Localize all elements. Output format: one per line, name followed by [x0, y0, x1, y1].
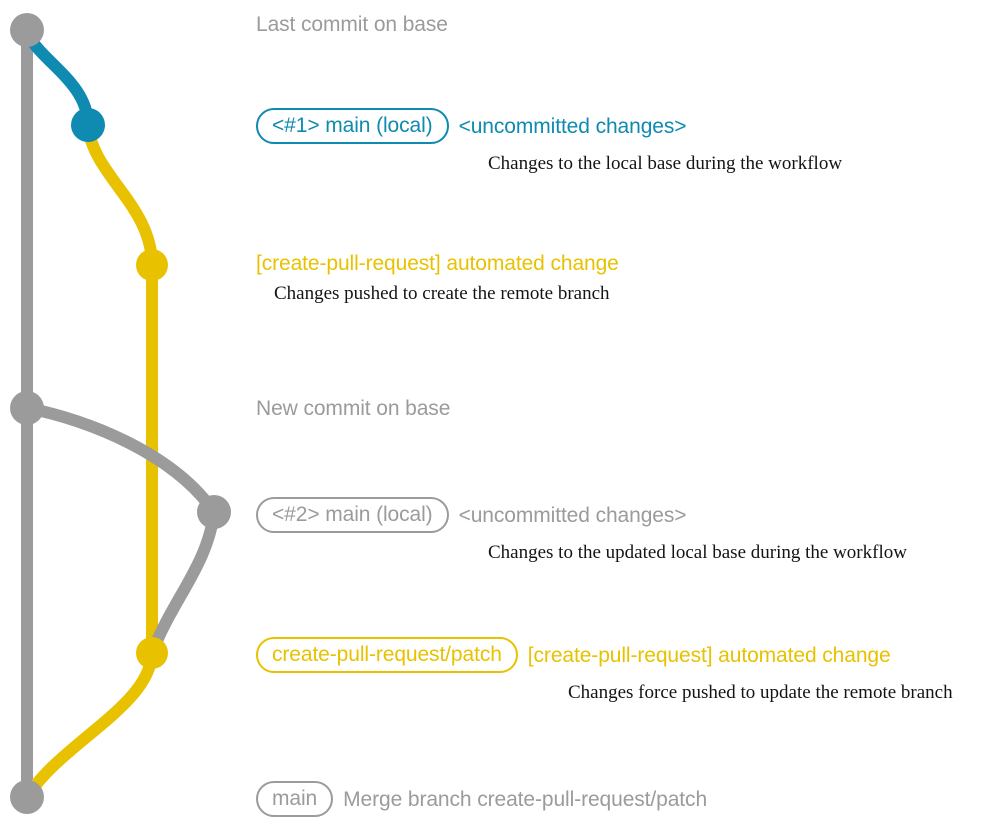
commit-row-automated-2: create-pull-request/patch [create-pull-r…: [256, 637, 981, 704]
commit-row-local-2: <#2> main (local) <uncommitted changes> …: [256, 497, 981, 564]
branch-badge-local-1[interactable]: <#1> main (local): [256, 108, 449, 144]
commit-node-local-1[interactable]: [71, 108, 105, 142]
commit-header: [create-pull-request] automated change: [256, 253, 981, 274]
commit-header: create-pull-request/patch [create-pull-r…: [256, 637, 981, 673]
commit-node-automated-1[interactable]: [136, 249, 168, 281]
commit-node-new-base[interactable]: [10, 391, 44, 425]
local-branch-gray-rejoin-line: [146, 506, 220, 659]
commit-subject: [create-pull-request] automated change: [256, 252, 619, 275]
branch-badge-local-2[interactable]: <#2> main (local): [256, 497, 449, 533]
commit-row-last-base: Last commit on base: [256, 14, 981, 35]
commit-subject: [create-pull-request] automated change: [527, 643, 891, 667]
commit-node-last-base[interactable]: [10, 13, 44, 47]
commit-description: Changes to the local base during the wor…: [488, 153, 843, 174]
commit-row-local-1: <#1> main (local) <uncommitted changes> …: [256, 108, 981, 175]
commit-subject: Last commit on base: [256, 13, 448, 36]
commit-subject: Merge branch create-pull-request/patch: [343, 787, 708, 811]
commit-description: Changes pushed to create the remote bran…: [274, 283, 610, 304]
branch-badge-main[interactable]: main: [256, 781, 334, 817]
commit-subject: New commit on base: [256, 397, 451, 420]
commit-subject: <uncommitted changes>: [458, 503, 687, 527]
commit-row-new-base: New commit on base: [256, 398, 981, 419]
commit-subject: <uncommitted changes>: [458, 114, 687, 138]
commit-description: Changes to the updated local base during…: [488, 542, 907, 563]
patch-merge-yellow-line: [21, 647, 158, 803]
commit-header: <#1> main (local) <uncommitted changes>: [256, 108, 981, 144]
commit-header: main Merge branch create-pull-request/pa…: [256, 781, 981, 817]
commit-node-merge[interactable]: [10, 780, 44, 814]
commit-header: Last commit on base: [256, 14, 981, 35]
commit-node-automated-2[interactable]: [136, 637, 168, 669]
commit-description: Changes force pushed to update the remot…: [568, 682, 953, 703]
commit-header: New commit on base: [256, 398, 981, 419]
commit-node-local-2[interactable]: [197, 495, 231, 529]
local-branch-gray-line: [21, 402, 220, 518]
commit-header: <#2> main (local) <uncommitted changes>: [256, 497, 981, 533]
commit-row-merge: main Merge branch create-pull-request/pa…: [256, 781, 981, 817]
branch-badge-patch[interactable]: create-pull-request/patch: [256, 637, 518, 673]
commit-row-automated-1: [create-pull-request] automated change C…: [256, 253, 981, 305]
